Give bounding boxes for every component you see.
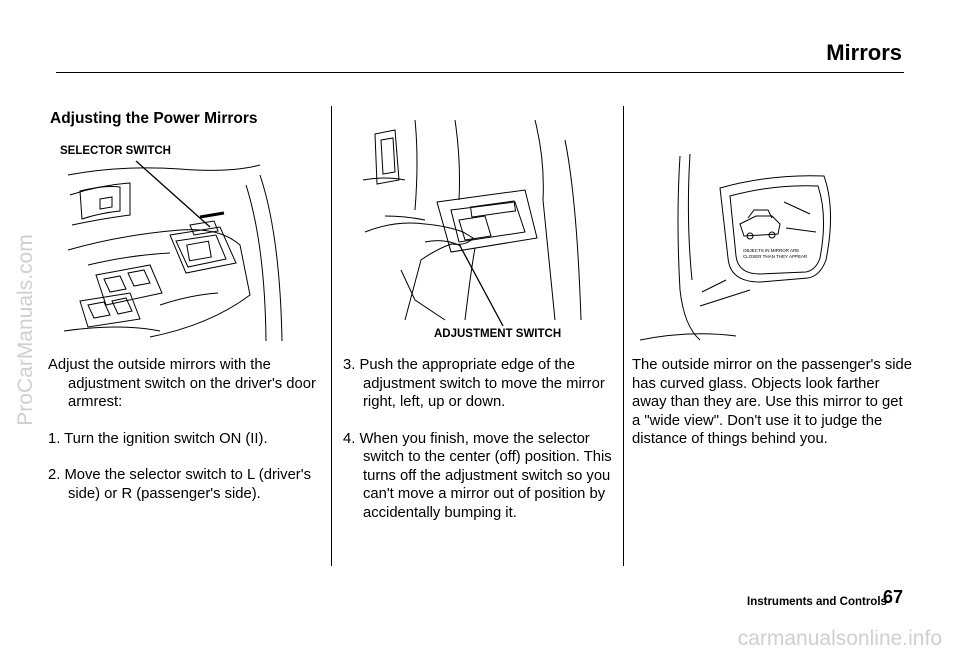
column-3-text: The outside mirror on the passenger's si… <box>632 356 914 449</box>
selector-switch-caption: SELECTOR SWITCH <box>60 145 171 157</box>
watermark-bottom: carmanualsonline.info <box>737 627 942 650</box>
page-number: 67 <box>883 587 904 607</box>
step-1: 1. Turn the ignition switch ON (II). <box>48 430 268 447</box>
page-title: Mirrors <box>826 40 902 65</box>
mirror-warning-text: CLOSER THAN THEY APPEAR <box>743 254 808 259</box>
passenger-mirror-note: The outside mirror on the passenger's si… <box>632 357 912 447</box>
section-heading: Adjusting the Power Mirrors <box>50 110 258 127</box>
side-mirror-illustration: OBJECTS IN MIRROR ARE CLOSER THAN THEY A… <box>640 153 831 341</box>
footer-section-name: Instruments and Controls <box>747 596 887 608</box>
column-divider <box>331 106 332 566</box>
column-divider <box>623 106 624 566</box>
mirror-warning-text: OBJECTS IN MIRROR ARE <box>743 248 799 253</box>
column-1-text: Adjust the outside mirrors with the adju… <box>48 356 318 503</box>
step-4: 4. When you finish, move the selector sw… <box>343 430 612 521</box>
column-2-text: 3. Push the appropriate edge of the adju… <box>343 356 613 522</box>
step-3: 3. Push the appropriate edge of the adju… <box>343 357 605 410</box>
adjustment-switch-caption: ADJUSTMENT SWITCH <box>434 328 562 340</box>
intro-paragraph: Adjust the outside mirrors with the adju… <box>48 357 316 410</box>
header-rule <box>56 72 904 73</box>
selector-switch-illustration <box>63 160 283 342</box>
step-2: 2. Move the selector switch to L (driver… <box>48 467 311 502</box>
watermark-left: ProCarManuals.com <box>14 234 37 426</box>
adjustment-switch-illustration <box>362 120 582 327</box>
